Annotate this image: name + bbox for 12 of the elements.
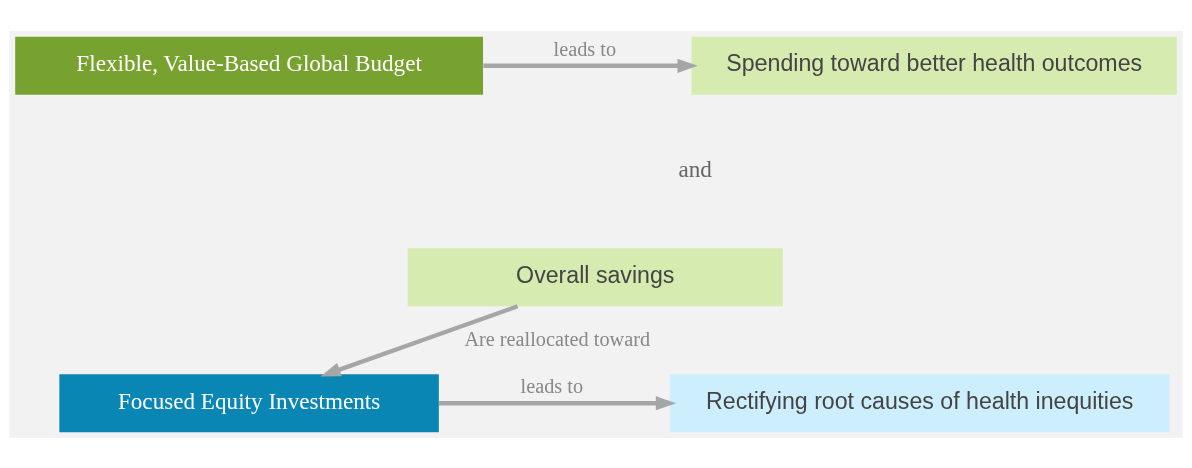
arrow <box>483 58 698 73</box>
node-box: Overall savings <box>407 247 783 306</box>
node-box: Rectifying root causes of health inequities <box>669 373 1170 432</box>
arrow <box>320 303 519 376</box>
arrow <box>439 395 677 410</box>
edge-label: leads to <box>553 37 617 60</box>
node-box: Focused Equity Investments <box>59 373 439 432</box>
node-box: Flexible, Value-Based Global Budget <box>15 36 483 95</box>
label: and <box>678 155 712 182</box>
node-box: Spending toward better health outcomes <box>691 36 1177 95</box>
edge-label: leads to <box>520 374 584 397</box>
edge-label: Are reallocated toward <box>464 327 651 350</box>
